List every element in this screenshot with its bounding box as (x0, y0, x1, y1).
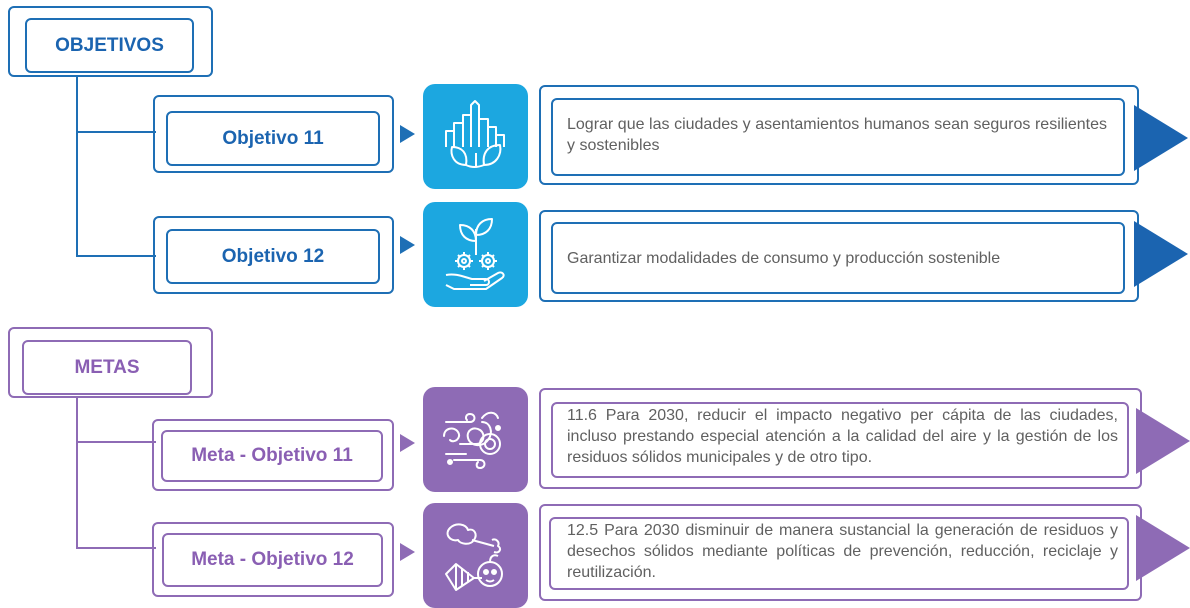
objetivo-12-text: Garantizar modalidades de consumo y prod… (567, 250, 1001, 267)
meta-12-icon-tile (423, 503, 528, 608)
metas-tree-branch-1 (76, 441, 156, 443)
objetivo-11-small-arrow (400, 125, 415, 143)
meta-12-text-box (549, 517, 1129, 590)
meta-12-label-frame (152, 522, 394, 597)
meta-11-icon-tile (423, 387, 528, 492)
objetivos-tree-vertical-line (76, 77, 78, 257)
meta-11-label-frame (152, 419, 394, 491)
objetivo-12-label-box (166, 229, 380, 284)
objetivo-12-big-arrow (1134, 221, 1188, 287)
metas-tree-vertical-line (76, 398, 78, 549)
objetivo-11-label-frame (153, 95, 394, 173)
sustainable-city-icon (444, 99, 505, 168)
objetivos-header (25, 18, 194, 73)
objetivo-12-label: Objetivo 12 (221, 245, 325, 267)
air-quality-wind-icon (442, 411, 501, 469)
objetivo-12-text-box (551, 222, 1125, 294)
metas-title: METAS (74, 356, 140, 378)
objetivos-title: OBJETIVOS (55, 34, 164, 56)
objetivos-tree-branch-2 (76, 255, 156, 257)
meta-12-small-arrow (400, 543, 415, 561)
objetivo-12-icon-tile (423, 202, 528, 307)
metas-header-frame (8, 327, 213, 398)
meta-11-text: 11.6 Para 2030, reducir el impacto negat… (567, 407, 1118, 466)
objetivo-11-big-arrow (1134, 105, 1188, 171)
objetivo-12-label-frame (153, 216, 394, 294)
meta-11-text-box (551, 402, 1129, 478)
meta-12-text: 12.5 Para 2030 disminuir de manera susta… (567, 522, 1118, 581)
objetivos-header-frame (8, 6, 213, 77)
meta-11-label-box (161, 430, 383, 482)
organic-waste-icon (444, 522, 503, 591)
objetivo-11-label: Objetivo 11 (222, 127, 324, 149)
objetivo-11-text: Lograr que las ciudades y asentamientos … (567, 116, 1107, 154)
meta-11-big-arrow (1136, 408, 1190, 474)
objetivo-11-icon-tile (423, 84, 528, 189)
objetivo-11-label-box (166, 111, 380, 166)
objetivos-tree-branch-1 (76, 131, 156, 133)
objetivo-11-text-box (551, 98, 1125, 176)
meta-12-big-arrow (1136, 515, 1190, 581)
meta-11-small-arrow (400, 434, 415, 452)
meta-11-label: Meta - Objetivo 11 (191, 445, 353, 466)
meta-12-label-box (162, 533, 383, 587)
meta-12-label: Meta - Objetivo 12 (191, 549, 354, 570)
objetivo-12-small-arrow (400, 236, 415, 254)
metas-header (22, 340, 192, 395)
sustainable-production-icon (445, 217, 505, 290)
metas-tree-branch-2 (76, 547, 156, 549)
